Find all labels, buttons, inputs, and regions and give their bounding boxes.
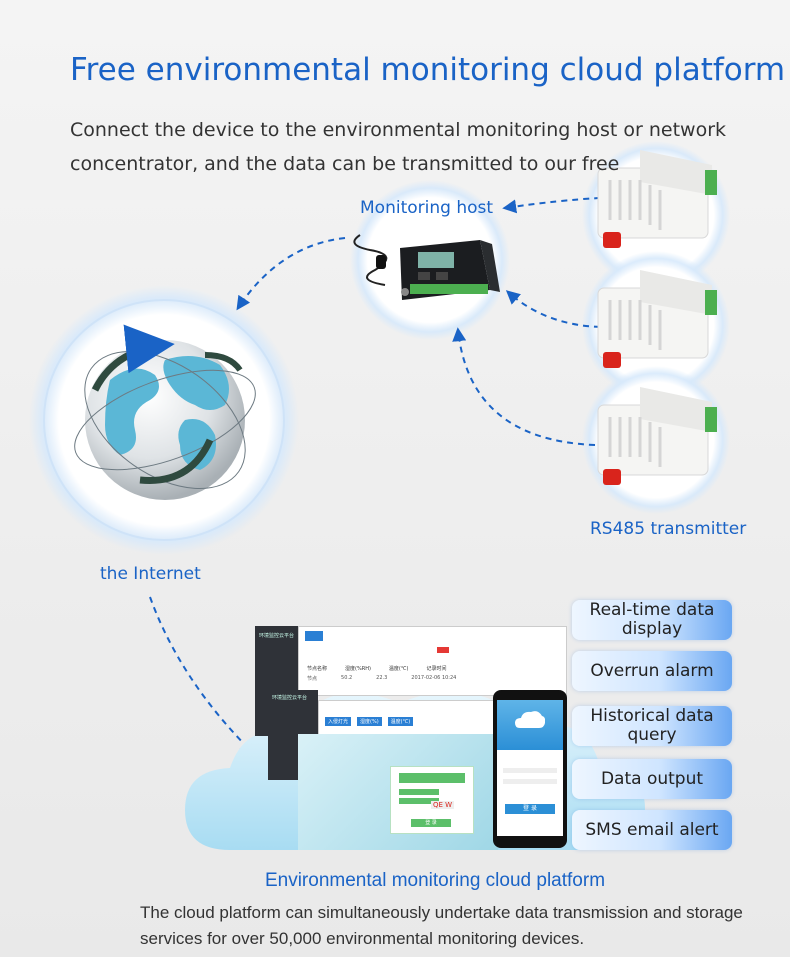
username-field xyxy=(399,789,439,795)
intro-text: Connect the device to the environmental … xyxy=(70,119,727,175)
phone-password-field xyxy=(503,779,557,784)
table-cell: 2017-02-06 10:24 xyxy=(411,675,457,681)
table-cell: 50.2 xyxy=(341,675,353,681)
globe-icon xyxy=(74,324,256,500)
arrow-internet-to-cloud xyxy=(149,596,254,754)
cloud-platform-title: Environmental monitoring cloud platform xyxy=(264,870,606,891)
arrow-transmitter-3-to-host xyxy=(452,327,596,446)
phone-header xyxy=(497,700,563,750)
arrow-transmitter-2-to-host xyxy=(505,290,601,328)
table-cell: 节点 xyxy=(307,676,318,682)
page-title: Free environmental monitoring cloud plat… xyxy=(70,52,786,88)
rs485-transmitter-3 xyxy=(597,387,717,485)
web-dashboard-screen: 节点名称 湿度(%RH) 温度(℃) 记录时间 节点 50.2 22.3 201… xyxy=(298,626,567,696)
table-header-time: 记录时间 xyxy=(426,666,447,672)
password-field xyxy=(399,798,439,804)
phone-login-button: 登 录 xyxy=(505,804,555,814)
monitoring-host-device xyxy=(353,234,500,300)
value-tile: 湿度(%) xyxy=(357,717,382,726)
platform-name-2: 环境监控云平台 xyxy=(272,695,308,701)
rs485-transmitter-label: RS485 transmitter xyxy=(590,519,747,539)
captcha: QE W xyxy=(431,801,455,809)
feature-sms-email-alert: SMS email alert xyxy=(572,810,732,850)
login-screen: QE W 登 录 xyxy=(298,734,498,850)
feature-realtime-display: Real-time data display xyxy=(572,600,732,640)
alarm-badge xyxy=(437,647,449,653)
table-header-humidity: 湿度(%RH) xyxy=(345,666,371,672)
arrow-host-to-internet xyxy=(236,237,346,311)
value-tile: 入侵灯光 xyxy=(325,717,352,726)
login-button: 登 录 xyxy=(411,819,451,827)
dashboard-tab xyxy=(305,631,323,641)
smartphone: 登 录 xyxy=(493,690,567,848)
internet-label: the Internet xyxy=(100,564,201,584)
rs485-transmitter-2 xyxy=(597,270,717,368)
table-header-node: 节点名称 xyxy=(307,666,328,672)
globe-ring xyxy=(43,299,285,541)
rs485-transmitter-1 xyxy=(597,150,717,248)
table-header-temp: 温度(℃) xyxy=(388,666,409,672)
value-tile: 温度(℃) xyxy=(387,717,414,726)
footer-text: The cloud platform can simultaneously un… xyxy=(140,903,743,948)
login-box: QE W 登 录 xyxy=(390,766,474,834)
platform-name: 环境监控云平台 xyxy=(259,633,295,639)
feature-data-output: Data output xyxy=(572,759,732,799)
cloud-logo-icon xyxy=(515,711,546,728)
login-header xyxy=(399,773,465,783)
phone-username-field xyxy=(503,768,557,773)
feature-overrun-alarm: Overrun alarm xyxy=(572,651,732,691)
feature-historical-query: Historical data query xyxy=(572,706,732,746)
phone-screen: 登 录 xyxy=(497,700,563,836)
table-cell: 22.3 xyxy=(376,675,388,681)
values-panel: 入侵灯光 湿度(%) 温度(℃) xyxy=(318,700,500,738)
monitoring-host-label: Monitoring host xyxy=(360,198,494,218)
